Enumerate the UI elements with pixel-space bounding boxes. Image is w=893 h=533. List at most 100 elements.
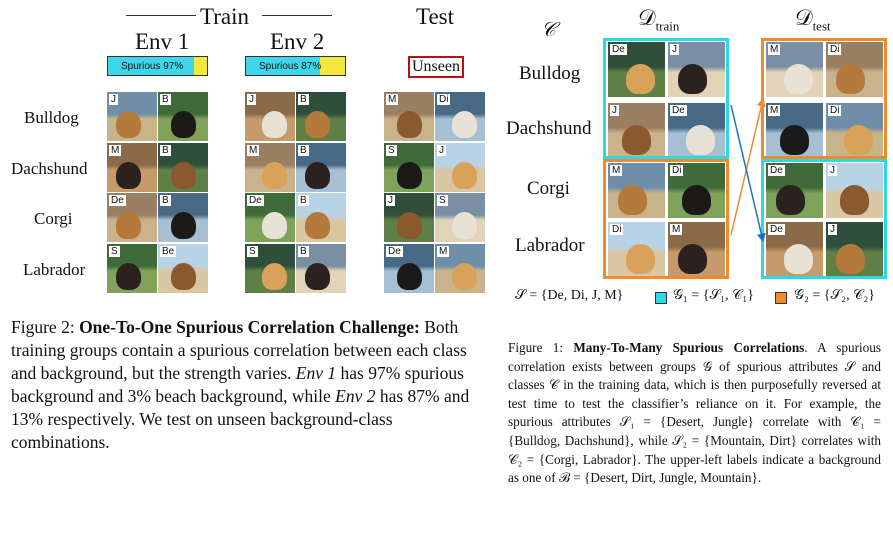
class-label-corgi: Corgi [34, 209, 73, 228]
dog-figure [844, 125, 873, 155]
right-caption: Figure 1: Many-To-Many Spurious Correlat… [508, 339, 881, 488]
test-bulldog-2-image: Di [435, 92, 485, 141]
env1-spurious-bar: Spurious 97% [107, 56, 208, 76]
test-bulldog-1-image: M [384, 92, 434, 141]
background-tag: M [670, 224, 683, 235]
dog-figure [836, 244, 865, 274]
legend-g1: 𝒢₁ = {𝒮₁, 𝒞₁} [673, 288, 754, 303]
dog-figure [626, 64, 655, 94]
dog-figure [116, 263, 141, 290]
env1-bar-fill [108, 57, 195, 75]
dtest-subscript: test [812, 18, 831, 34]
left-caption-title: One-To-One Spurious Correlation Challeng… [79, 317, 420, 337]
train-dachshund-2-image: De [668, 103, 725, 158]
background-tag: M [437, 246, 450, 257]
orange-arrow [730, 97, 766, 236]
dog-figure [262, 263, 287, 290]
test-dachshund-2-image: Di [826, 103, 883, 158]
dog-figure [397, 263, 422, 290]
background-tag: S [247, 246, 258, 257]
background-tag: J [670, 44, 679, 55]
background-tag: J [437, 145, 446, 156]
class-set-label: 𝒞 [541, 19, 556, 41]
background-tag: Di [828, 105, 842, 116]
right-caption-title: Many-To-Many Spurious Correlations [573, 340, 805, 355]
blue-arrow [730, 104, 766, 243]
train-header: Train [200, 4, 249, 29]
train-labrador-2-image: M [668, 222, 725, 277]
env2-bar-fill [246, 57, 321, 75]
test-labrador-2-image: M [435, 244, 485, 293]
background-tag: De [768, 165, 785, 176]
test-header: Test [416, 4, 454, 29]
dog-figure [452, 212, 477, 239]
test-labrador-2-image: J [826, 222, 883, 277]
dog-figure [840, 185, 869, 215]
dog-figure [171, 263, 196, 290]
train-dachshund-1-image: J [608, 103, 665, 158]
train-corgi-2-image: Di [668, 163, 725, 218]
env2-labrador-1-image: S [245, 244, 295, 293]
background-tag: S [437, 195, 448, 206]
env2-bulldog-2-image: B [296, 92, 346, 141]
background-tag: J [386, 195, 395, 206]
dog-figure [116, 162, 141, 189]
dog-figure [305, 263, 330, 290]
left-caption-body1: Both training groups contain a spurious … [11, 317, 467, 383]
test-corgi-2-image: S [435, 193, 485, 242]
dog-figure [678, 64, 707, 94]
background-tag: J [828, 165, 837, 176]
background-tag: M [768, 105, 781, 116]
dog-figure [262, 212, 287, 239]
class-label-dachshund: Dachshund [11, 159, 88, 178]
train-rule-right [262, 15, 332, 16]
test-dachshund-1-image: S [384, 143, 434, 192]
left-caption-prefix: Figure 2: [11, 317, 80, 337]
dog-figure [171, 111, 196, 138]
background-tag: S [109, 246, 120, 257]
env1-bar-label: Spurious 97% [121, 60, 184, 72]
dog-figure [452, 263, 477, 290]
env2-label: Env 2 [270, 29, 325, 54]
train-labrador-1-image: Di [608, 222, 665, 277]
left-caption-env2: Env 2 [335, 386, 376, 406]
left-caption-env1: Env 1 [295, 363, 337, 383]
test-group2-box [761, 38, 887, 159]
train-group1-box [603, 38, 729, 159]
env1-labrador-2-image: Be [158, 244, 208, 293]
env2-bar-label: Spurious 87% [259, 60, 322, 72]
background-tag: M [386, 94, 399, 105]
dog-figure [305, 162, 330, 189]
right-class-bulldog: Bulldog [519, 63, 581, 84]
background-tag: M [768, 44, 781, 55]
dog-figure [397, 212, 422, 239]
unseen-label: Unseen [408, 56, 464, 78]
test-labrador-1-image: De [384, 244, 434, 293]
background-tag: De [768, 224, 785, 235]
dog-figure [836, 64, 865, 94]
env1-corgi-1-image: De [107, 193, 157, 242]
dog-figure [116, 212, 141, 239]
left-caption-body3: has 87% and 13% respectively. We test on… [11, 386, 470, 452]
dog-figure [678, 244, 707, 274]
background-tag: S [386, 145, 397, 156]
left-caption-body2: has 97% spurious background and 3% beach… [11, 363, 464, 406]
right-class-labrador: Labrador [515, 235, 585, 256]
dog-figure [686, 125, 715, 155]
env2-bar-rest [320, 57, 345, 75]
legend-g1-swatch [655, 292, 667, 304]
test-dachshund-1-image: M [766, 103, 823, 158]
background-tag: J [828, 224, 837, 235]
dog-figure [784, 64, 813, 94]
env1-label: Env 1 [135, 29, 190, 54]
dog-figure [116, 111, 141, 138]
env2-corgi-1-image: De [245, 193, 295, 242]
dog-figure [262, 162, 287, 189]
dog-figure [397, 162, 422, 189]
background-tag: Di [610, 224, 624, 235]
env1-bulldog-2-image: B [158, 92, 208, 141]
dtrain-symbol: 𝒟 [638, 5, 656, 30]
train-group2-box [603, 159, 729, 279]
train-corgi-1-image: M [608, 163, 665, 218]
env2-corgi-2-image: B [296, 193, 346, 242]
